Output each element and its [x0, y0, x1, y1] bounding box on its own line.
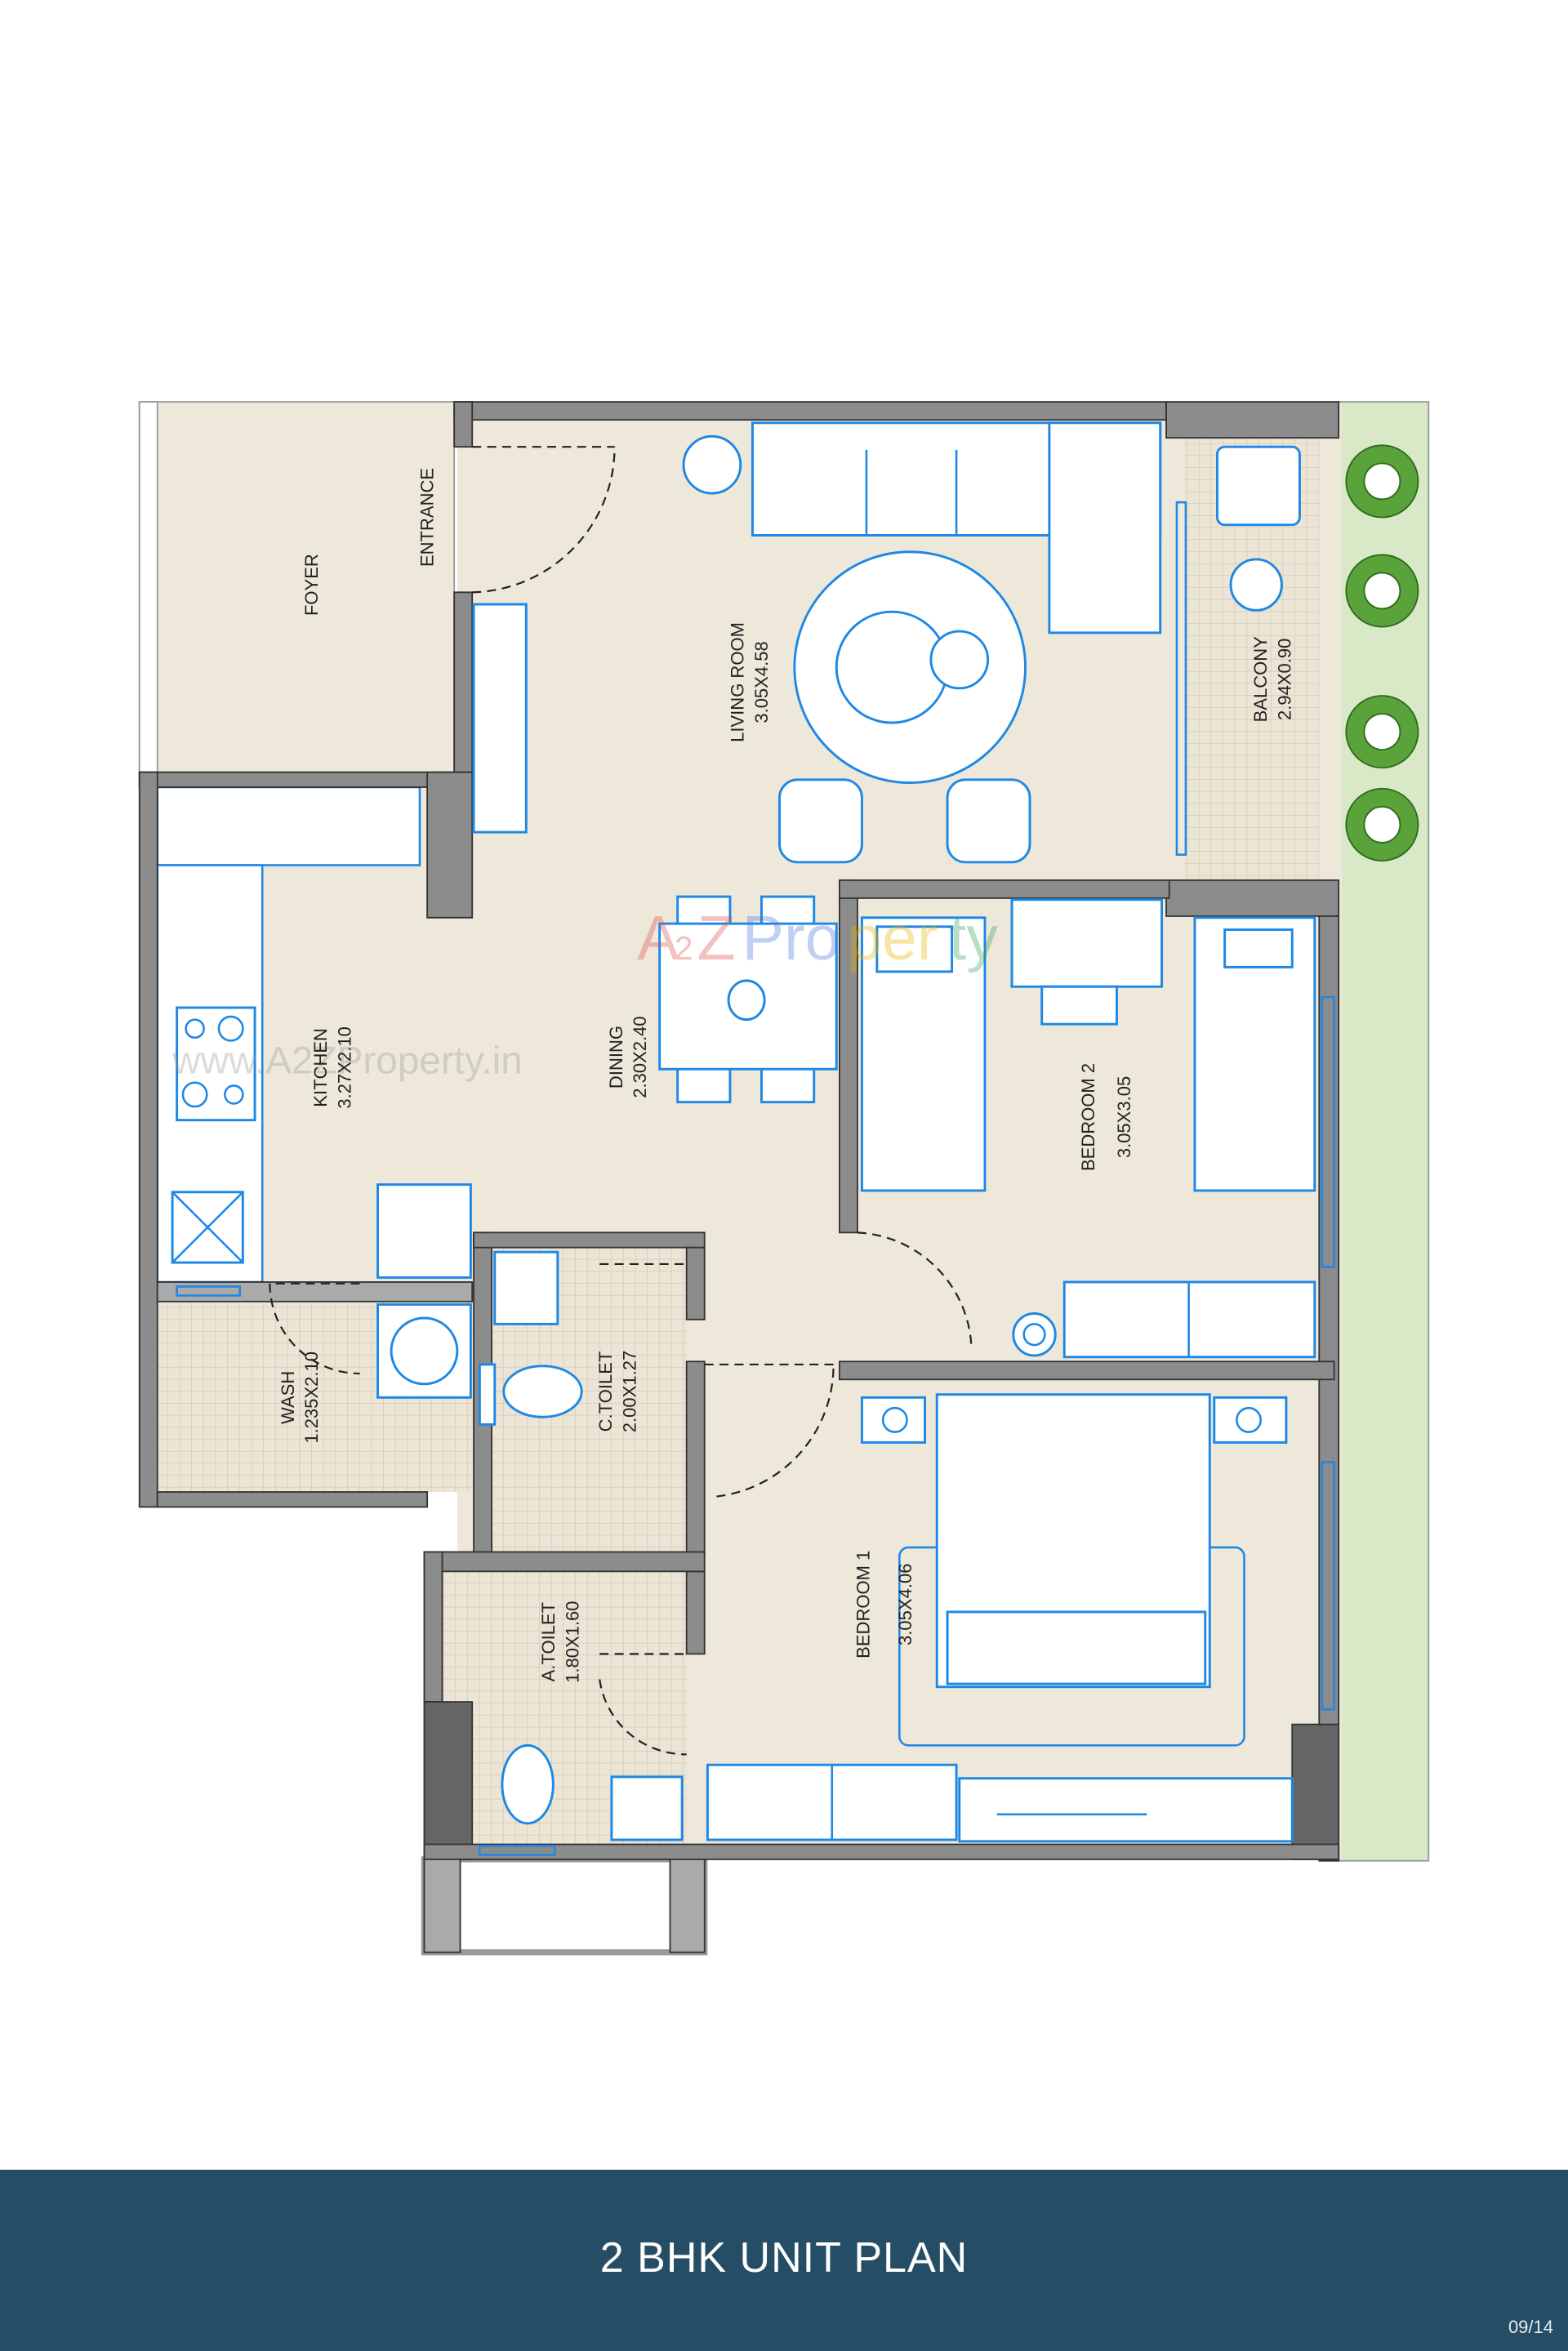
- double-bed: [860, 1393, 1288, 1747]
- svg-text:1.80X1.60: 1.80X1.60: [563, 1601, 583, 1682]
- armchair: [946, 778, 1031, 864]
- doors: [269, 446, 973, 1756]
- svg-text:2: 2: [675, 929, 693, 967]
- sofa: [751, 421, 1162, 635]
- label-balcony: BALCONY: [1250, 636, 1271, 723]
- svg-text:1.235X2.10: 1.235X2.10: [301, 1351, 322, 1444]
- label-ctoilet: C.TOILET: [595, 1351, 616, 1432]
- side-table: [682, 434, 742, 495]
- plan-title: 2 BHK UNIT PLAN: [599, 2234, 969, 2282]
- fridge: [376, 1183, 472, 1279]
- tv-unit: [472, 603, 528, 834]
- svg-text:Z: Z: [697, 903, 736, 973]
- atoilet-fixtures: [501, 1743, 684, 1841]
- label-entrance: ENTRANCE: [416, 468, 437, 567]
- svg-text:3.05X4.58: 3.05X4.58: [751, 641, 772, 723]
- svg-text:2.94X0.90: 2.94X0.90: [1274, 639, 1294, 720]
- walls: [138, 401, 1340, 1953]
- svg-text:2.30X2.40: 2.30X2.40: [630, 1016, 650, 1098]
- kitchen-hob: [176, 1006, 256, 1122]
- svg-text:3.27X2.10: 3.27X2.10: [335, 1026, 355, 1108]
- svg-text:2.00X1.27: 2.00X1.27: [619, 1351, 639, 1432]
- watermark-url: www.A2ZProperty.in: [172, 1040, 523, 1083]
- label-dining: DINING: [606, 1026, 626, 1089]
- balcony-chairs: [1216, 445, 1301, 612]
- svg-text:3.05X3.05: 3.05X3.05: [1114, 1076, 1134, 1158]
- label-bedroom1: BEDROOM 1: [853, 1551, 874, 1659]
- windows: [176, 501, 1335, 1856]
- label-living: LIVING ROOM: [727, 622, 747, 742]
- svg-text:ty: ty: [949, 903, 998, 973]
- ctoilet-fixtures: [478, 1250, 583, 1426]
- bedroom2-beds: [860, 898, 1316, 1192]
- svg-text:3.05X4.06: 3.05X4.06: [895, 1564, 915, 1645]
- label-foyer: FOYER: [301, 554, 322, 616]
- furniture: [171, 421, 1335, 1856]
- svg-text:per: per: [847, 903, 938, 973]
- label-bedroom2: BEDROOM 2: [1078, 1063, 1098, 1171]
- armchair: [778, 778, 863, 864]
- svg-text:Pro: Pro: [742, 903, 840, 973]
- footer-banner: 2 BHK UNIT PLAN 09/14: [0, 2170, 1568, 2351]
- label-atoilet: A.TOILET: [538, 1602, 559, 1681]
- dining-table: [658, 895, 838, 1104]
- label-wash: WASH: [278, 1371, 298, 1424]
- coffee-table: [793, 550, 1027, 784]
- page-number: 09/14: [1508, 2317, 1553, 2337]
- washing-machine: [376, 1303, 472, 1399]
- svg-text:A: A: [637, 903, 679, 973]
- kitchen-sink: [171, 1191, 244, 1264]
- bedroom1-wardrobe: [706, 1763, 1294, 1843]
- garden-strip: [1338, 401, 1430, 1862]
- label-kitchen: KITCHEN: [310, 1028, 331, 1107]
- wardrobe: [1012, 1280, 1316, 1359]
- shrub-icons: [1345, 444, 1419, 862]
